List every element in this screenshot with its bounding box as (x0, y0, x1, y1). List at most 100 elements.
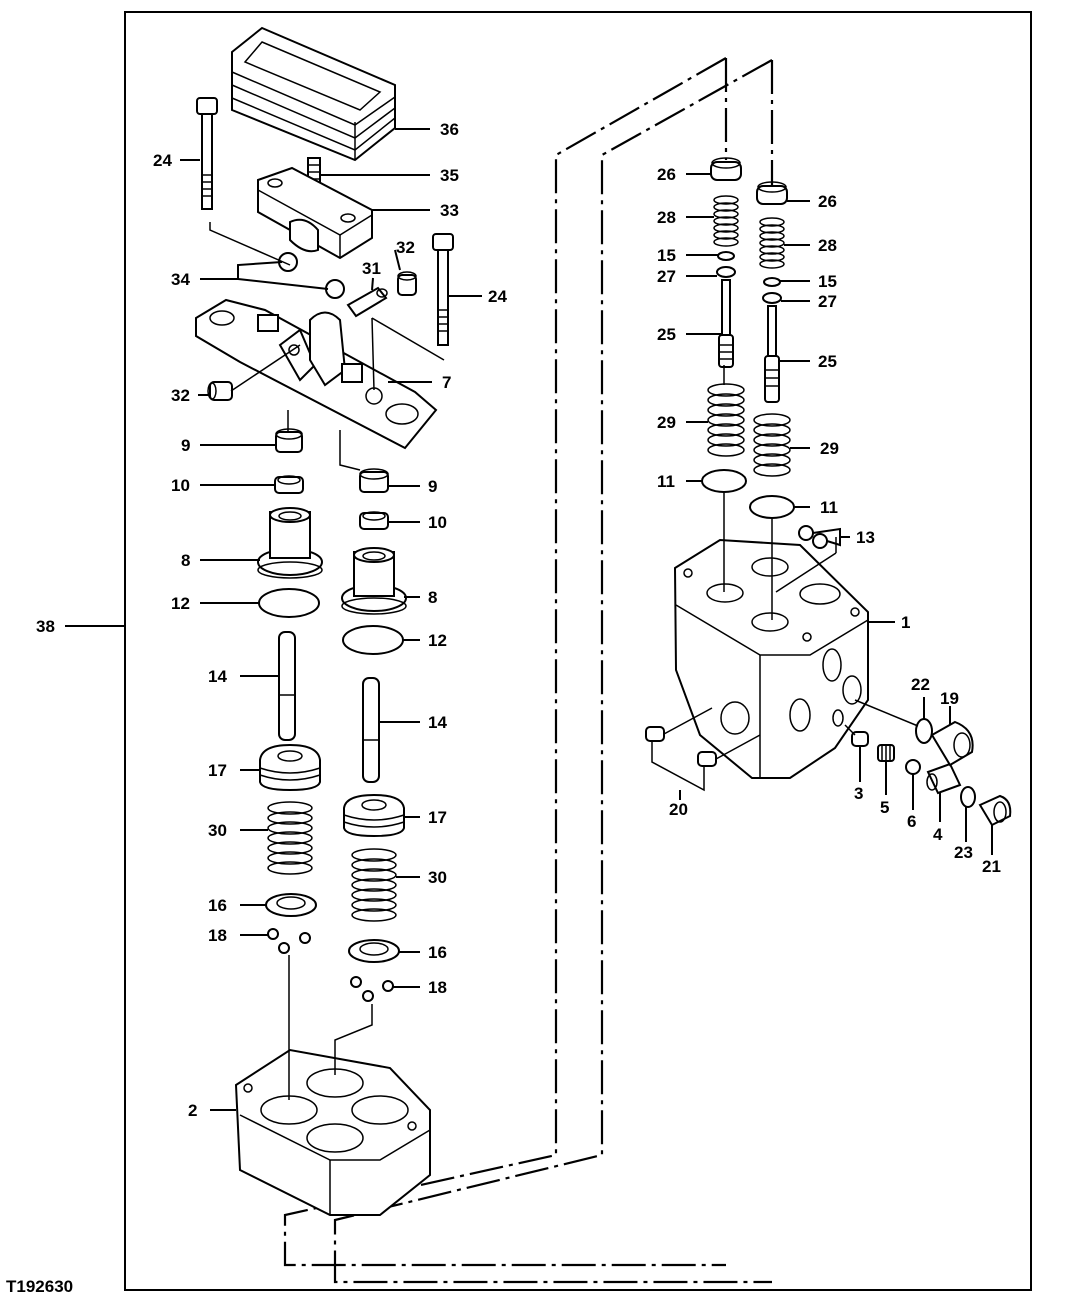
part-9-left (275, 428, 303, 453)
callout-33: 33 (440, 201, 459, 220)
callout-21: 21 (982, 857, 1001, 876)
part-30-spring-right (351, 848, 397, 922)
leader-lines (65, 128, 993, 1111)
part-18-balls-right (350, 976, 394, 1002)
callout-11-right: 11 (820, 498, 838, 517)
callout-22: 22 (911, 675, 930, 694)
callout-38: 38 (36, 617, 55, 636)
part-1-body (673, 538, 869, 779)
part-24-bolt-left (196, 97, 218, 210)
part-30-spring-left (267, 801, 313, 875)
callout-20: 20 (669, 800, 688, 819)
part-20-plugs (645, 707, 761, 792)
part-15-left (717, 251, 735, 261)
callout-30-left: 30 (208, 821, 227, 840)
part-11-oring-right (749, 495, 795, 519)
callout-25-right: 25 (818, 352, 837, 371)
callout-15-right: 15 (818, 272, 837, 291)
assembly-frame (124, 11, 1032, 1291)
part-13-balls (798, 525, 828, 549)
callout-8-right: 8 (428, 588, 437, 607)
part-8-left (257, 507, 323, 579)
callout-24-upper: 24 (153, 151, 172, 170)
part-27-left (716, 266, 736, 278)
port-axis-line (854, 699, 919, 727)
callout-29-right: 29 (820, 439, 839, 458)
part-2-housing (234, 1048, 431, 1216)
callout-24-lower: 24 (488, 287, 507, 306)
right-stack-axis-lines (723, 365, 837, 620)
part-28-spring-left (713, 195, 739, 247)
part-9-right (359, 468, 389, 493)
part-11-oring-left (701, 469, 747, 493)
callout-12-right: 12 (428, 631, 447, 650)
dashed-assembly-lines (283, 57, 774, 1284)
callout-2: 2 (188, 1101, 197, 1120)
part-14-spool-right (362, 677, 380, 783)
part-7-cam-plate (195, 298, 438, 450)
callout-25-left: 25 (657, 325, 676, 344)
part-5-filter (877, 744, 895, 762)
callout-14-right: 14 (428, 713, 447, 732)
part-25-spool-left (718, 279, 734, 368)
callout-27-right: 27 (818, 292, 837, 311)
callout-5: 5 (880, 798, 889, 817)
part-28-spring-right (759, 217, 785, 269)
callout-17-right: 17 (428, 808, 447, 827)
callout-14-left: 14 (208, 667, 227, 686)
callout-9-left: 9 (181, 436, 190, 455)
left-stack-axis-lines (209, 222, 445, 1100)
callout-1: 1 (901, 613, 910, 632)
callout-32-lower: 32 (171, 386, 190, 405)
part-26-left (710, 157, 742, 181)
part-21-plug (978, 794, 1012, 827)
part-12-oring-right (342, 625, 404, 655)
callout-7: 7 (442, 373, 451, 392)
callout-26-left: 26 (657, 165, 676, 184)
callout-27-left: 27 (657, 267, 676, 286)
part-4-valve (926, 762, 962, 795)
callout-15-left: 15 (657, 246, 676, 265)
part-23-oring (960, 786, 976, 808)
part-32-bushing-upper (397, 271, 417, 296)
callout-30-right: 30 (428, 868, 447, 887)
callout-10-right: 10 (428, 513, 447, 532)
part-10-left (274, 475, 304, 494)
part-12-oring-left (258, 588, 320, 618)
part-8-right (341, 547, 407, 615)
part-27-right (762, 292, 782, 304)
part-6-ball (905, 759, 921, 775)
part-32-bushing-lower (207, 381, 233, 401)
callout-23: 23 (954, 843, 973, 862)
callout-35: 35 (440, 166, 459, 185)
callout-28-right: 28 (818, 236, 837, 255)
callout-29-left: 29 (657, 413, 676, 432)
part-25-spool-right (764, 305, 780, 403)
callout-labels: 36 24 35 33 32 34 31 24 7 32 9 9 10 10 8… (36, 120, 1001, 1120)
part-3-plug (844, 724, 869, 747)
callout-12-left: 12 (171, 594, 190, 613)
part-14-spool-left (278, 631, 296, 741)
callout-10-left: 10 (171, 476, 190, 495)
part-15-right (763, 277, 781, 287)
callout-9-right: 9 (428, 477, 437, 496)
callout-32-upper: 32 (396, 238, 415, 257)
part-16-right (348, 939, 400, 963)
callout-6: 6 (907, 812, 916, 831)
part-17-right (343, 793, 405, 838)
callout-16-left: 16 (208, 896, 227, 915)
callout-36: 36 (440, 120, 459, 139)
callout-13: 13 (856, 528, 875, 547)
part-26-right (756, 181, 788, 205)
part-18-balls-left (267, 928, 311, 954)
callout-4: 4 (933, 825, 943, 844)
part-24-bolt-right (432, 233, 454, 346)
part-34-ball-b (325, 279, 345, 299)
part-16-left (265, 893, 317, 917)
callout-16-right: 16 (428, 943, 447, 962)
part-17-left (259, 743, 321, 792)
callout-31: 31 (362, 259, 381, 278)
callout-28-left: 28 (657, 208, 676, 227)
